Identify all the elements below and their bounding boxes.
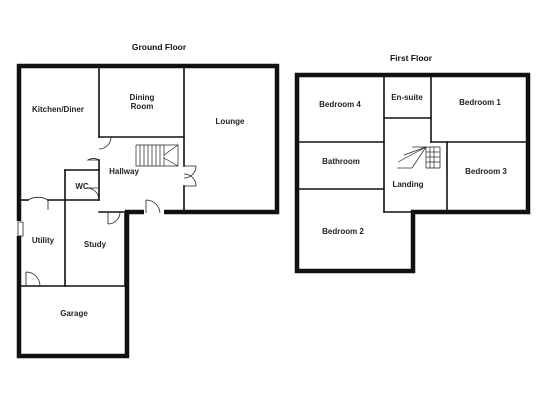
room-label-bedroom-3: Bedroom 3 <box>465 167 507 176</box>
room-label-study: Study <box>84 240 107 249</box>
ground-floor-interior-walls <box>20 67 185 287</box>
ground-floor-doors <box>17 136 197 287</box>
wc-door <box>86 187 100 201</box>
first-floor-outer-wall <box>294 72 531 274</box>
room-label-dining-room: Dining <box>130 93 155 102</box>
garage-door <box>25 271 41 287</box>
room-label-dining-room-line2: Room <box>131 102 154 111</box>
room-label-bedroom-4: Bedroom 4 <box>319 100 361 109</box>
first-floor-stairs <box>397 146 441 169</box>
room-label-lounge: Lounge <box>216 117 245 126</box>
ground-floor-stairs <box>135 144 179 167</box>
first-floor-interior-walls <box>298 76 527 213</box>
front-door <box>145 199 161 214</box>
room-label-wc: WC <box>75 182 89 191</box>
first-floor: First Floor Be <box>294 53 531 274</box>
kitchen-door <box>86 136 112 161</box>
first-floor-title: First Floor <box>390 53 433 63</box>
room-label-utility: Utility <box>32 236 55 245</box>
room-label-landing: Landing <box>392 180 423 189</box>
utility-door <box>27 196 49 210</box>
room-label-bedroom-2: Bedroom 2 <box>322 227 364 236</box>
hallway-door <box>183 165 197 187</box>
room-label-bathroom: Bathroom <box>322 157 360 166</box>
ground-floor: Ground Floor <box>16 42 280 359</box>
room-label-en-suite: En-suite <box>391 93 423 102</box>
room-label-hallway: Hallway <box>109 167 139 176</box>
room-label-kitchen-diner: Kitchen/Diner <box>32 105 84 114</box>
utility-external-door <box>17 221 24 237</box>
ground-floor-title: Ground Floor <box>132 42 187 52</box>
study-door <box>107 211 121 225</box>
room-label-bedroom-1: Bedroom 1 <box>459 98 501 107</box>
room-label-garage: Garage <box>60 309 88 318</box>
